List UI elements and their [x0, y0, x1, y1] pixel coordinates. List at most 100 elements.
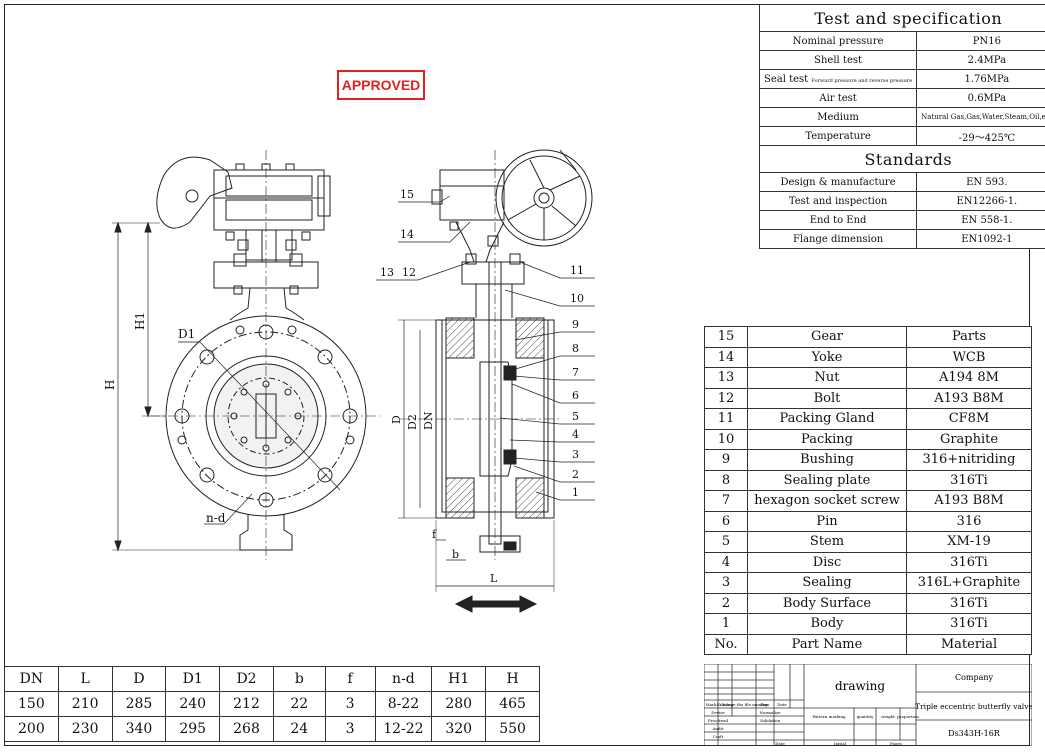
dimension-cell: 550 — [485, 716, 540, 742]
label-b: b — [452, 548, 459, 561]
section-hatch — [515, 317, 545, 359]
standard-label: Flange dimension — [758, 229, 918, 249]
dimension-cell: 280 — [431, 691, 487, 717]
gearbox-bolts — [225, 163, 311, 251]
left-label: Craft — [713, 734, 724, 739]
dimension-cell: 465 — [485, 691, 540, 717]
dimension-cell: 268 — [219, 716, 274, 742]
part-material: WCB — [906, 346, 1032, 368]
dimension-cell: 230 — [57, 716, 113, 742]
standard-value: EN 558-1. — [916, 210, 1045, 230]
rev-header: Number — [717, 702, 734, 707]
rev-header: Mark — [706, 702, 717, 707]
part-material: A193 B8M — [906, 490, 1032, 512]
spec-label: Medium — [758, 107, 918, 127]
dimension-cell: 24 — [272, 716, 326, 742]
label-nd: n-d — [206, 511, 226, 525]
dimension-cell: 8-22 — [374, 691, 433, 717]
callout: 15 — [400, 188, 414, 201]
spec-label: Air test — [758, 88, 918, 108]
part-name: hexagon socket screw — [747, 490, 907, 512]
dimension-header: H1 — [431, 666, 487, 692]
standard-value: EN1092-1 — [916, 229, 1045, 249]
part-name: Disc — [747, 551, 907, 573]
dimension-cell: 150 — [4, 691, 59, 717]
left-label: Proofread — [708, 718, 729, 723]
info-label: Pattern marking — [812, 714, 846, 719]
title-code: Ds343H-16R — [948, 729, 1001, 738]
part-material: 316+nitriding — [906, 449, 1032, 471]
standard-label: Test and inspection — [758, 191, 918, 211]
dimension-cell: 200 — [4, 716, 59, 742]
yoke — [245, 229, 293, 261]
label-D2: D2 — [406, 414, 419, 430]
spec-label: Seal test Forward pressure and reverse p… — [758, 69, 918, 89]
part-name: Yoke — [747, 346, 907, 368]
section-hatch — [445, 317, 475, 359]
callout: 14 — [400, 228, 414, 241]
part-name: Sealing plate — [747, 469, 907, 491]
part-material: A194 8M — [906, 367, 1032, 389]
mid-label: Validation — [759, 718, 781, 723]
spec-label-text: Seal test — [764, 73, 809, 85]
handwheel-outline — [156, 156, 233, 229]
part-number: 11 — [704, 408, 748, 430]
part-name: Packing — [747, 428, 907, 450]
gearbox-lower — [225, 199, 313, 221]
label-L: L — [490, 572, 498, 585]
part-material: 316 — [906, 510, 1032, 532]
callout: 13 — [380, 266, 394, 279]
dimension-cell: 295 — [165, 716, 221, 742]
part-name: Bushing — [747, 449, 907, 471]
part-name: Body Surface — [747, 592, 907, 614]
section-hatch — [445, 477, 475, 519]
mid-label: Normalize — [759, 710, 781, 715]
spec-value: -29～425℃ — [916, 126, 1045, 146]
rev-header: Sign — [760, 702, 770, 707]
spec-value: 2.4MPa — [916, 50, 1045, 70]
part-name: Body — [747, 613, 907, 635]
dimension-header: n-d — [374, 666, 433, 692]
callout: 11 — [570, 264, 584, 277]
title-drawing: drawing — [835, 679, 885, 693]
part-material: XM-19 — [906, 531, 1032, 553]
dimension-header: D1 — [165, 666, 221, 692]
callout: 8 — [572, 342, 579, 355]
callout: 6 — [572, 389, 579, 402]
part-name: Packing Gland — [747, 408, 907, 430]
dimension-cell: 3 — [324, 716, 376, 742]
label-H1: H1 — [133, 312, 147, 330]
standard-value: EN 593. — [916, 172, 1045, 192]
dimension-cell: 212 — [219, 691, 274, 717]
title-product: Triple eccentric butterfly valve — [915, 702, 1032, 711]
dimension-header: H — [485, 666, 540, 692]
title-company: Company — [955, 673, 994, 682]
parts-header-name: Part Name — [747, 633, 907, 655]
part-material: Parts — [906, 326, 1032, 348]
part-material: 316Ti — [906, 592, 1032, 614]
part-material: Graphite — [906, 428, 1032, 450]
spec-value: 0.6MPa — [916, 88, 1045, 108]
part-material: 316Ti — [906, 613, 1032, 635]
dimension-cell: 240 — [165, 691, 221, 717]
standard-label: End to End — [758, 210, 918, 230]
callout: 2 — [572, 468, 579, 481]
sealing-top — [503, 365, 517, 381]
bottom-cover — [479, 535, 521, 553]
